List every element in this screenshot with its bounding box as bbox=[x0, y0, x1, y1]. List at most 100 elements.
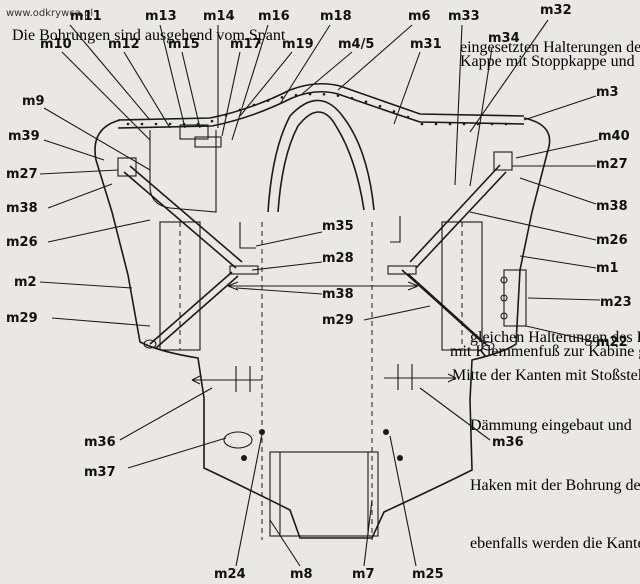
watermark: www.odkrywca.pl bbox=[6, 8, 93, 19]
side-members bbox=[159, 221, 483, 540]
leader-m29-l bbox=[51, 317, 151, 327]
label-m8: m8 bbox=[290, 567, 313, 582]
leader-m34 bbox=[469, 47, 493, 187]
leader-m27-l bbox=[39, 169, 119, 175]
rivet bbox=[392, 110, 396, 113]
leader-m36-l bbox=[119, 387, 213, 441]
rivet bbox=[434, 122, 438, 126]
rivet bbox=[504, 122, 508, 126]
leader-lines bbox=[39, 19, 601, 567]
leader-m10 bbox=[61, 51, 151, 141]
leader-m38-r bbox=[519, 177, 597, 205]
label-m11: m11 bbox=[70, 9, 102, 24]
leader-m22 bbox=[525, 325, 597, 343]
label-m27-l: m27 bbox=[6, 167, 38, 182]
label-m32: m32 bbox=[540, 3, 572, 18]
leader-m25 bbox=[389, 435, 417, 567]
leader-m12 bbox=[123, 51, 171, 129]
label-m33: m33 bbox=[448, 9, 480, 24]
cross-beam bbox=[227, 265, 419, 291]
leader-m9 bbox=[43, 107, 151, 171]
label-m23: m23 bbox=[600, 295, 632, 310]
label-m27-r: m27 bbox=[596, 157, 628, 172]
leader-m24 bbox=[235, 433, 263, 567]
label-m2: m2 bbox=[14, 275, 37, 290]
label-m36-r: m36 bbox=[492, 435, 524, 450]
leader-m38-c bbox=[235, 287, 323, 295]
label-m22: m22 bbox=[596, 335, 628, 350]
leader-m38-l bbox=[47, 183, 113, 209]
label-m37: m37 bbox=[84, 465, 116, 480]
leader-m8 bbox=[269, 519, 301, 567]
label-m29-l: m29 bbox=[6, 311, 38, 326]
rivet bbox=[308, 92, 312, 96]
leader-m33 bbox=[454, 24, 463, 186]
leader-m2 bbox=[39, 281, 133, 289]
rivet bbox=[266, 99, 270, 102]
label-m1: m1 bbox=[596, 261, 619, 276]
rivet bbox=[294, 93, 298, 97]
leader-m31 bbox=[393, 51, 421, 125]
background-text-line: ebenfalls werden die Kanten bbox=[470, 535, 640, 552]
rivet bbox=[476, 122, 480, 126]
rivet bbox=[140, 122, 144, 126]
rivet bbox=[364, 100, 368, 104]
rivet bbox=[420, 122, 424, 126]
leader-m1 bbox=[519, 255, 597, 269]
label-m35: m35 bbox=[322, 219, 354, 234]
label-m12: m12 bbox=[108, 37, 140, 52]
rivet bbox=[336, 94, 340, 97]
label-m34: m34 bbox=[488, 31, 520, 46]
leader-m11 bbox=[69, 24, 151, 121]
label-m3: m3 bbox=[596, 85, 619, 100]
label-m16: m16 bbox=[258, 9, 290, 24]
label-m26-r: m26 bbox=[596, 233, 628, 248]
rivet bbox=[490, 122, 494, 126]
rivet bbox=[168, 122, 172, 126]
background-text-line: Dämmung eingebaut und bbox=[470, 417, 632, 434]
leader-m18 bbox=[279, 24, 331, 105]
label-m14: m14 bbox=[203, 9, 235, 24]
leader-m6 bbox=[337, 24, 413, 91]
rivet bbox=[126, 122, 130, 126]
leader-m36-r bbox=[419, 387, 491, 441]
label-m36-l: m36 bbox=[84, 435, 116, 450]
right-bracket bbox=[500, 269, 527, 327]
leader-m32 bbox=[469, 19, 549, 133]
background-text-line: eingesetzten Halterungen der Kanzlei bbox=[460, 39, 640, 56]
background-text-line: Mitte der Kanten mit Stoßstellen versehe… bbox=[452, 367, 640, 384]
background-text-line: Die Bohrungen sind ausgehend vom Spant bbox=[12, 27, 286, 44]
leader-m26-r bbox=[469, 211, 597, 241]
bottom-plate bbox=[223, 429, 403, 537]
label-m29-r: m29 bbox=[322, 313, 354, 328]
label-m10: m10 bbox=[40, 37, 72, 52]
background-text-line: gleichen Halterungen des Kabins bbox=[470, 329, 640, 346]
leader-m7 bbox=[363, 499, 373, 567]
leader-m39 bbox=[43, 139, 105, 161]
label-m38-l: m38 bbox=[6, 201, 38, 216]
rivet bbox=[252, 103, 256, 107]
label-m28: m28 bbox=[322, 251, 354, 266]
label-m19: m19 bbox=[282, 37, 314, 52]
rivet bbox=[406, 115, 410, 119]
label-m7: m7 bbox=[352, 567, 375, 582]
rivet bbox=[448, 122, 452, 126]
leader-m35 bbox=[255, 231, 323, 247]
background-text-line: Kappe mit Stoppkappe und bbox=[460, 53, 635, 70]
leader-m40 bbox=[515, 139, 599, 159]
frame-outline bbox=[94, 82, 551, 539]
rivet bbox=[462, 122, 466, 126]
label-m38-r: m38 bbox=[596, 199, 628, 214]
label-m17: m17 bbox=[230, 37, 262, 52]
leader-m3 bbox=[523, 95, 597, 121]
label-m6: m6 bbox=[408, 9, 431, 24]
rivet bbox=[238, 108, 242, 112]
lower-arrows bbox=[191, 364, 457, 392]
label-m25: m25 bbox=[412, 567, 444, 582]
label-m15: m15 bbox=[168, 37, 200, 52]
background-text-line: mit Klemmenfuß zur Kabine gebracht bbox=[450, 343, 640, 360]
rivet bbox=[350, 96, 354, 100]
